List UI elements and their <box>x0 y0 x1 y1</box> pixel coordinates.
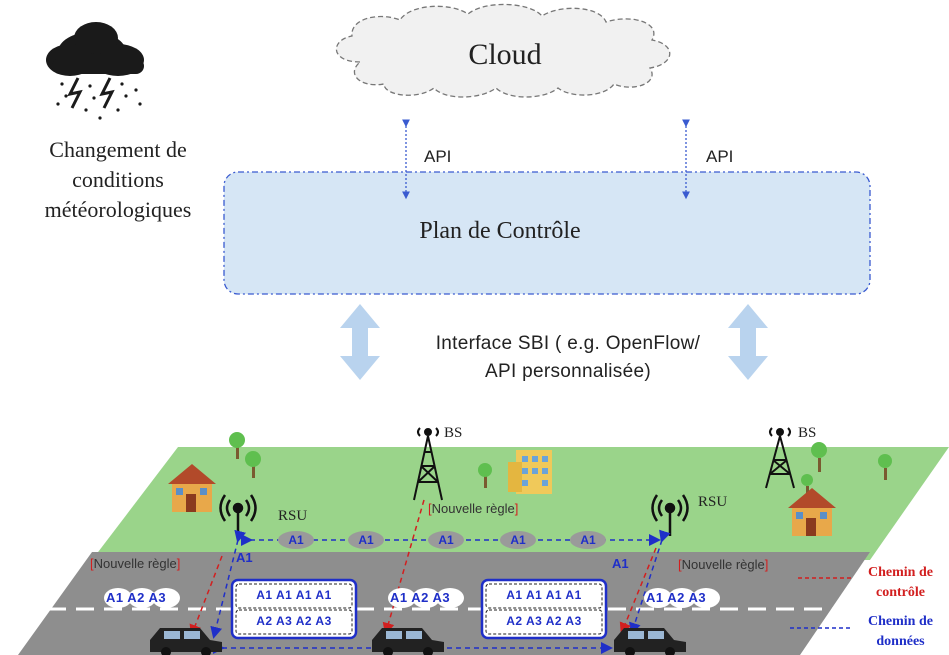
weather-label-line3: météorologiques <box>44 197 192 222</box>
control-plane-box <box>223 171 871 295</box>
new-rule-label-left: [Nouvelle règle] <box>90 556 180 571</box>
control-plane-label: Plan de Contrôle <box>419 218 581 244</box>
bracket-close: ] <box>764 557 769 572</box>
queue-buffer-left <box>230 578 358 640</box>
queue-buffer-right <box>480 578 608 640</box>
new-rule-label-right: [Nouvelle règle] <box>678 557 768 572</box>
api-label-right: API <box>706 147 734 166</box>
bracket-open: [ <box>90 556 94 571</box>
buffer-right-bottom-label: A2 A3 A2 A3 <box>506 614 582 628</box>
bracket-open: [ <box>678 557 682 572</box>
rsu-label-left: RSU <box>278 508 308 524</box>
legend-control-line2: contrôle <box>876 585 925 600</box>
sbi-label-line1: Interface SBI ( e.g. OpenFlow/ <box>435 333 701 354</box>
app-pill-label: A1 <box>438 533 454 547</box>
app-pill-label: A1 <box>358 533 374 547</box>
cloud-shape <box>335 3 671 98</box>
data-path-right <box>629 529 671 635</box>
legend-data-line1: Chemin de <box>868 614 933 629</box>
bracket-close: ] <box>514 501 519 516</box>
car-icon <box>614 628 686 655</box>
app-group-right: A1 A2 A3 <box>646 590 707 605</box>
app-pill-label: A1 <box>288 533 304 547</box>
car-icon <box>372 628 444 655</box>
buffer-right-top-label: A1 A1 A1 A1 <box>506 588 582 602</box>
tree-icon <box>229 432 892 498</box>
legend-control-line1: Chemin de <box>868 565 933 580</box>
control-path-left <box>189 555 223 637</box>
rule-text: Nouvelle règle <box>431 501 515 516</box>
link-app-label-right: A1 <box>612 556 629 571</box>
bs-label-left: BS <box>444 425 463 441</box>
house-icon <box>168 464 216 512</box>
control-path-center <box>382 499 425 635</box>
bracket-close: ] <box>176 556 181 571</box>
car-icon <box>150 628 222 655</box>
app-group-middle: A1 A2 A3 <box>390 590 451 605</box>
weather-label-line1: Changement de <box>49 137 187 162</box>
rule-text: Nouvelle règle <box>681 557 765 572</box>
grass-area <box>92 447 949 560</box>
bs-label-right: BS <box>798 425 817 441</box>
bracket-open: [ <box>428 501 432 516</box>
weather-label-line2: conditions <box>72 167 164 192</box>
sbi-label-line2: API personnalisée) <box>485 361 651 382</box>
weather-label: Changement de conditions météorologiques <box>18 135 218 225</box>
app-pill <box>278 531 606 549</box>
sbi-arrow-left <box>340 304 380 380</box>
buffer-left-top-label: A1 A1 A1 A1 <box>256 588 332 602</box>
legend-data-line2: données <box>876 634 925 649</box>
app-group-bubbles <box>104 588 720 608</box>
storm-cloud-icon <box>46 22 144 120</box>
link-app-label-left: A1 <box>236 550 253 565</box>
house-icon <box>788 488 836 536</box>
api-label-left: API <box>424 147 452 166</box>
buffer-left-bottom-label: A2 A3 A2 A3 <box>256 614 332 628</box>
legend-control-path: Chemin de contrôle <box>852 563 949 603</box>
app-pill-label: A1 <box>510 533 526 547</box>
bs-tower-icon <box>413 427 443 501</box>
bs-tower-icon <box>765 427 795 489</box>
rsu-label-right: RSU <box>698 494 728 510</box>
control-path-right <box>619 547 657 635</box>
rsu-antenna-icon <box>219 494 257 536</box>
sbi-arrow-right <box>728 304 768 380</box>
legend-data-path: Chemin de données <box>852 612 949 652</box>
app-group-left: A1 A2 A3 <box>106 590 167 605</box>
cloud-label: Cloud <box>468 38 542 71</box>
building-icon <box>508 450 552 494</box>
data-path-left <box>210 529 247 639</box>
new-rule-label-center: [Nouvelle règle] <box>428 501 518 516</box>
rule-text: Nouvelle règle <box>93 556 177 571</box>
sbi-interface-label: Interface SBI ( e.g. OpenFlow/ API perso… <box>403 330 733 386</box>
app-pill-label: A1 <box>580 533 596 547</box>
